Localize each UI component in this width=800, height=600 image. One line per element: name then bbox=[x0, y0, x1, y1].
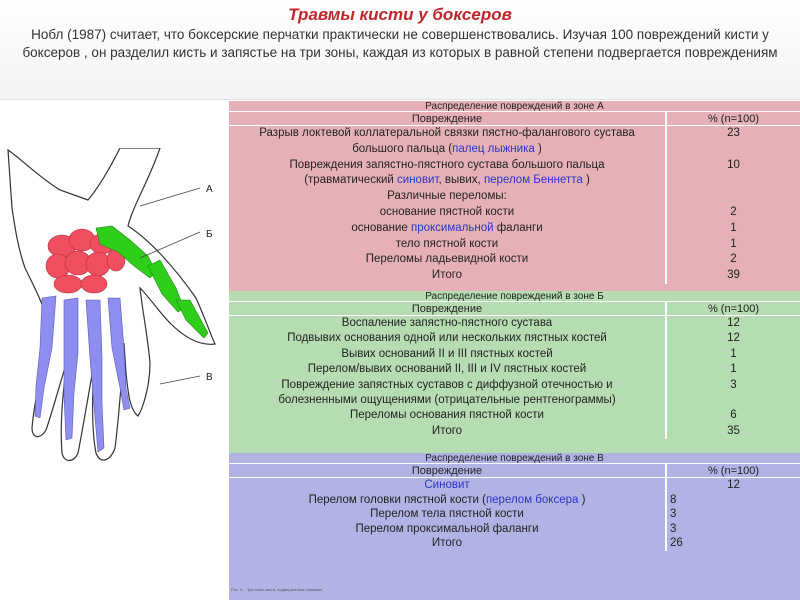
zone-c-header: Повреждение % (n=100) bbox=[229, 464, 800, 478]
percent-column-header: % (n=100) bbox=[707, 465, 760, 477]
injury-row: Перелом головки пястной кости (перелом б… bbox=[308, 493, 586, 506]
percent-value: 1 bbox=[730, 347, 737, 360]
percent-value: 39 bbox=[727, 269, 740, 282]
percent-value: 23 bbox=[727, 127, 740, 139]
injury-row: Переломы ладьевидной кости bbox=[365, 253, 529, 266]
zone-a-label: А bbox=[206, 184, 213, 195]
injury-row: болезненными ощущениями (отрицательные р… bbox=[278, 394, 616, 407]
hand-illustration: А Б В bbox=[7, 147, 216, 462]
injury-column: Разрыв локтевой коллатеральной связки пя… bbox=[229, 126, 667, 284]
percent-value: 35 bbox=[727, 424, 740, 437]
zone-c-label: В bbox=[206, 372, 213, 383]
injury-column-header: Повреждение bbox=[229, 464, 667, 477]
percent-value: 2 bbox=[730, 205, 737, 218]
percent-value: 10 bbox=[727, 158, 740, 171]
percent-value: 3 bbox=[670, 522, 677, 535]
zone-b-caption: Распределение повреждений в зоне Б bbox=[229, 291, 800, 302]
percent-value: 1 bbox=[730, 221, 737, 234]
term-link: Синовит bbox=[424, 479, 470, 491]
figure-footnote: Рис. 4. - Три зоны кисти, подверженные т… bbox=[231, 587, 323, 592]
injury-row: Разрыв локтевой коллатеральной связки пя… bbox=[259, 127, 635, 139]
zone-b-table: Распределение повреждений в зоне Б Повре… bbox=[229, 291, 800, 453]
slide-header: Травмы кисти у боксеров Нобл (1987) счит… bbox=[0, 0, 800, 100]
zone-b-header: Повреждение % (n=100) bbox=[229, 302, 800, 316]
percent-column: 12 12 1 1 3 6 35 bbox=[667, 316, 800, 439]
zone-c-caption: Распределение повреждений в зоне В bbox=[229, 453, 800, 464]
injury-row: Воспаление запястно-пястного сустава bbox=[341, 317, 553, 329]
percent-value: 1 bbox=[730, 363, 737, 376]
percent-value: 3 bbox=[670, 508, 677, 520]
zone-a-table: Распределение повреждений в зоне А Повре… bbox=[229, 101, 800, 291]
zone-a-header: Повреждение % (n=100) bbox=[229, 112, 800, 126]
injury-row: основание пястной кости bbox=[379, 205, 515, 218]
injury-row: Перелом тела пястной кости bbox=[370, 508, 524, 520]
percent-value: 8 bbox=[670, 493, 677, 506]
injury-row: большого пальца (палец лыжника ) bbox=[352, 142, 542, 155]
zone-a-caption: Распределение повреждений в зоне А bbox=[229, 101, 800, 112]
percent-column: 12 8 3 3 26 bbox=[667, 478, 800, 551]
injury-row: (травматический синовит, вывих, перелом … bbox=[304, 174, 590, 187]
zone-b-thumb bbox=[95, 225, 209, 339]
percent-column: 23 10 2 1 1 2 39 bbox=[667, 126, 800, 284]
injury-row: Различные переломы: bbox=[387, 190, 507, 203]
term-link: перелом боксера bbox=[485, 493, 579, 506]
zone-b-label: Б bbox=[206, 229, 213, 240]
zone-c-bones bbox=[34, 295, 131, 453]
percent-value bbox=[667, 142, 800, 158]
injury-row: Перелом проксимальной фаланги bbox=[355, 522, 539, 535]
percent-column-header: % (n=100) bbox=[707, 303, 760, 315]
percent-value: 2 bbox=[730, 253, 737, 266]
injury-row: Итого bbox=[431, 537, 463, 549]
slide-title: Травмы кисти у боксеров bbox=[288, 5, 512, 24]
injury-row: Итого bbox=[431, 269, 463, 282]
injury-row: Повреждения запястно-пястного сустава бо… bbox=[289, 158, 605, 171]
injury-row: Вывих оснований II и III пястных костей bbox=[341, 347, 553, 360]
injury-row: Подвывих основания одной или нескольких … bbox=[287, 332, 607, 345]
term-link: проксимальной bbox=[410, 221, 494, 234]
intro-text: Нобл (1987) считает, что боксерские перч… bbox=[22, 27, 778, 60]
percent-value: 12 bbox=[727, 317, 740, 329]
zone-c-table: Распределение повреждений в зоне В Повре… bbox=[229, 453, 800, 600]
percent-value: 3 bbox=[730, 378, 737, 391]
percent-value: 6 bbox=[730, 409, 737, 422]
term-link: синовит bbox=[397, 174, 439, 187]
percent-value bbox=[667, 173, 800, 189]
percent-value: 12 bbox=[727, 479, 740, 491]
injury-row: тело пястной кости bbox=[395, 237, 499, 250]
term-link: палец лыжника bbox=[452, 142, 535, 155]
term-link: перелом Беннетта bbox=[483, 174, 583, 187]
hand-zones-figure: А Б В bbox=[0, 147, 224, 470]
injury-row: Переломы основания пястной кости bbox=[350, 409, 544, 422]
injury-row: Итого bbox=[431, 424, 463, 437]
injury-column-header: Повреждение bbox=[229, 302, 667, 315]
injury-row: Повреждение запястных суставов с диффузн… bbox=[281, 378, 613, 391]
percent-value: 26 bbox=[670, 537, 683, 549]
percent-value bbox=[667, 393, 800, 408]
percent-value: 1 bbox=[730, 237, 737, 250]
percent-value: 12 bbox=[727, 332, 740, 345]
injury-row: основание проксимальной фаланги bbox=[351, 221, 543, 234]
percent-value bbox=[667, 189, 800, 205]
injury-row: Перелом/вывих оснований II, III и IV пяс… bbox=[307, 363, 587, 376]
injury-row: Синовит bbox=[229, 478, 665, 493]
percent-column-header: % (n=100) bbox=[707, 113, 760, 125]
injury-column-header: Повреждение bbox=[229, 112, 667, 125]
